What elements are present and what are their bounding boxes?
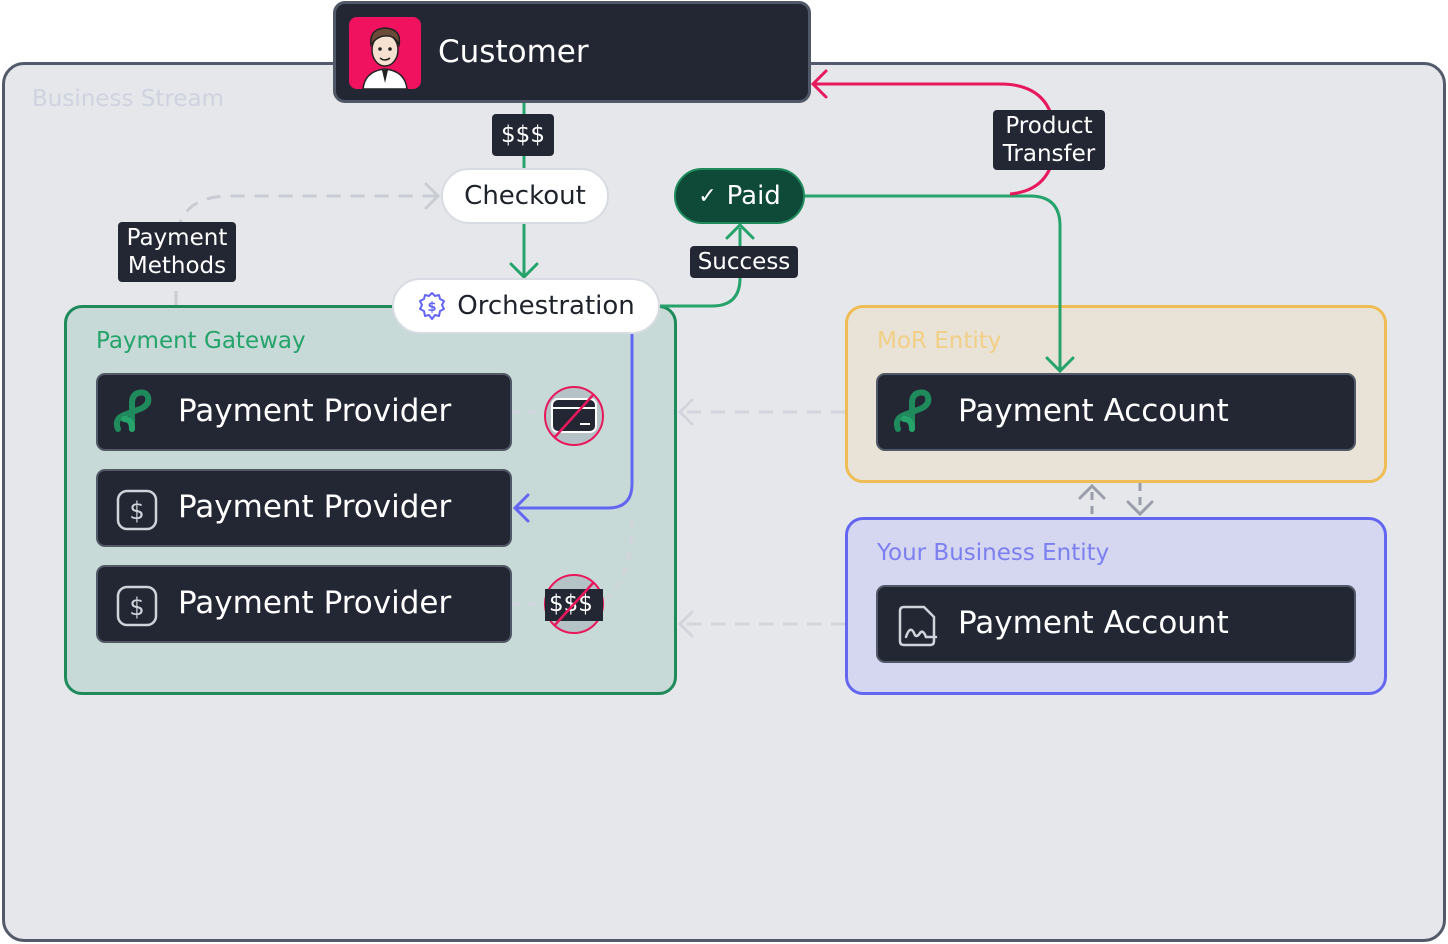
arrow-provider	[512, 493, 530, 523]
payment-methods-line-2: Methods	[127, 253, 227, 279]
svg-text:$: $	[129, 593, 144, 621]
customer-avatar	[349, 17, 421, 89]
payment-provider-2-label: Payment Provider	[178, 489, 452, 525]
payment-provider-3-label: Payment Provider	[178, 585, 452, 621]
signature-icon	[898, 605, 938, 647]
product-transfer-tag: Product Transfer	[993, 110, 1105, 170]
svg-text:$: $	[129, 497, 144, 525]
blocked-money-badge: $$$	[542, 574, 606, 634]
success-tag: Success	[690, 246, 798, 278]
orchestration-node: $ Orchestration	[392, 278, 660, 334]
payment-methods-line-1: Payment	[126, 225, 228, 251]
customer-label: Customer	[438, 34, 589, 70]
edge-orchestration-provider	[516, 334, 634, 510]
blocked-money-label: $$$	[549, 591, 593, 617]
money-tag: $$$	[492, 114, 554, 156]
dollar-icon: $	[116, 585, 158, 627]
arrow-checkout	[424, 182, 441, 210]
blocked-slash	[553, 581, 595, 627]
payment-provider-2: $ Payment Provider	[96, 469, 512, 547]
payment-gateway-label: Payment Gateway	[96, 328, 306, 354]
business-entity-label: Your Business Entity	[877, 540, 1110, 566]
payment-provider-1: Payment Provider	[96, 373, 512, 451]
payment-provider-1-label: Payment Provider	[178, 393, 452, 429]
orchestration-label: Orchestration	[457, 291, 635, 321]
edge-orchestration-paid	[660, 228, 742, 308]
check-icon: ✓	[698, 183, 717, 209]
gear-dollar-icon: $	[419, 292, 446, 320]
customer-node: Customer	[333, 1, 811, 103]
arrow-mor	[1045, 356, 1075, 374]
checkout-node: Checkout	[441, 168, 609, 224]
arrow-customer	[810, 69, 828, 99]
business-stream-label: Business Stream	[32, 86, 224, 112]
blocked-card-icon	[544, 386, 604, 446]
business-payment-account-label: Payment Account	[958, 605, 1229, 641]
infinity-logo-icon	[113, 389, 152, 432]
edge-paid-mor	[805, 194, 1062, 370]
arrow-orchestration	[509, 262, 539, 280]
svg-text:$: $	[428, 300, 437, 315]
payment-provider-3: $ Payment Provider	[96, 565, 512, 643]
mor-payment-account: Payment Account	[876, 373, 1356, 451]
mor-payment-account-label: Payment Account	[958, 393, 1229, 429]
product-transfer-line-2: Transfer	[1002, 141, 1096, 167]
edge-payment-methods	[174, 194, 436, 305]
product-transfer-line-1: Product	[1005, 113, 1093, 139]
infinity-logo-icon	[893, 389, 932, 432]
dollar-icon: $	[116, 489, 158, 531]
arrow-paid	[725, 222, 755, 240]
payment-methods-tag: Payment Methods	[118, 222, 236, 282]
paid-label: Paid	[726, 181, 781, 211]
business-payment-account: Payment Account	[876, 585, 1356, 663]
mor-entity-label: MoR Entity	[877, 328, 1002, 354]
paid-node: ✓ Paid	[674, 168, 805, 224]
